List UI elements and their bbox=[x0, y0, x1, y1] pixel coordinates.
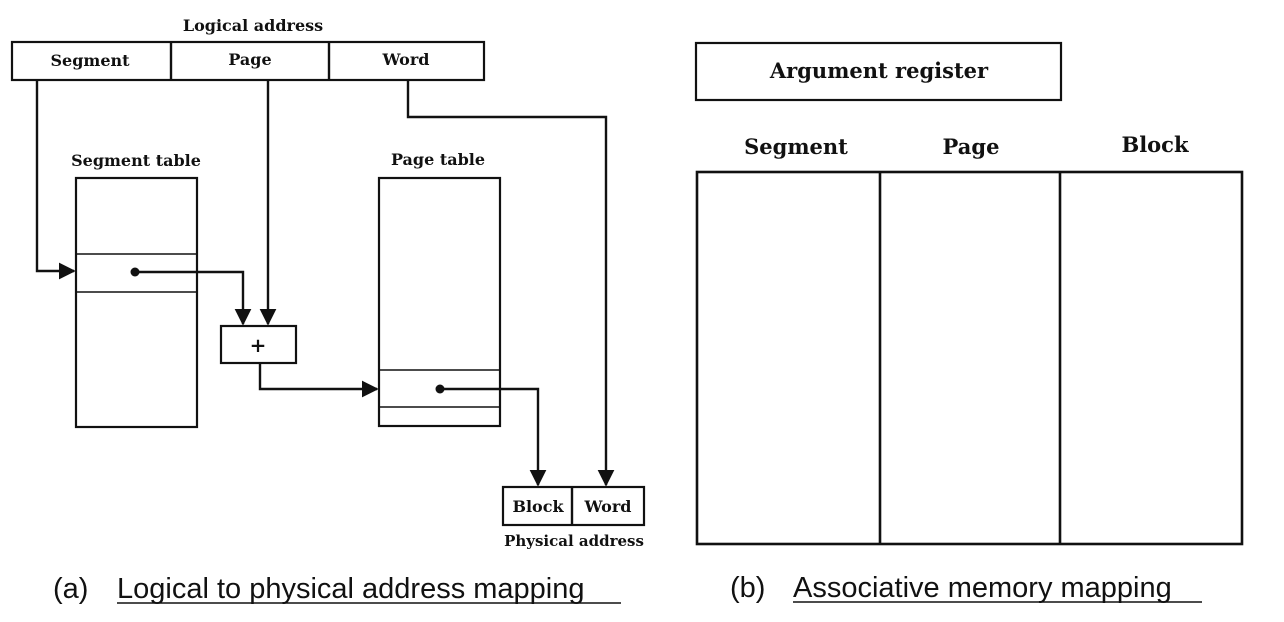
logical-field-word: Word bbox=[382, 50, 430, 69]
physical-address-label: Physical address bbox=[504, 532, 644, 550]
logical-to-physical-panel: Logical address Segment Page Word Segmen… bbox=[10, 16, 646, 605]
argument-register: Argument register bbox=[694, 41, 1063, 102]
page-entry-to-block-arrow bbox=[440, 387, 547, 487]
logical-address-box bbox=[10, 40, 486, 82]
column-header-page: Page bbox=[943, 134, 1000, 159]
segment-table-label: Segment table bbox=[71, 151, 201, 170]
page-table-label: Page table bbox=[391, 150, 485, 169]
argument-register-label: Argument register bbox=[769, 58, 989, 83]
column-header-segment: Segment bbox=[744, 134, 848, 159]
caption-b-prefix: (b) bbox=[730, 572, 765, 604]
adder: + bbox=[219, 324, 298, 365]
associative-memory-table bbox=[695, 170, 1244, 546]
word-to-physical-word-arrow bbox=[406, 80, 615, 487]
physical-field-block: Block bbox=[512, 497, 564, 516]
logical-field-segment: Segment bbox=[50, 51, 130, 70]
segment-table bbox=[74, 176, 199, 429]
physical-address-register: Block Word bbox=[501, 485, 646, 527]
column-header-block: Block bbox=[1121, 132, 1189, 157]
segment-table-box bbox=[74, 176, 199, 429]
segment-to-segment-table-arrow bbox=[35, 80, 76, 280]
argument-register-box bbox=[694, 41, 1063, 102]
adder-plus-symbol: + bbox=[250, 333, 267, 357]
logical-field-page: Page bbox=[228, 50, 271, 69]
associative-memory-box bbox=[695, 170, 1244, 546]
logical-address-register: Segment Page Word bbox=[10, 40, 486, 82]
caption-a-text: Logical to physical address mapping bbox=[117, 573, 585, 605]
physical-address-box bbox=[501, 485, 646, 527]
physical-field-word: Word bbox=[584, 497, 632, 516]
segment-entry-to-adder-arrow bbox=[135, 270, 252, 326]
adder-to-page-table-arrow bbox=[258, 363, 379, 398]
caption-b-text: Associative memory mapping bbox=[793, 572, 1172, 604]
adder-box bbox=[219, 324, 298, 365]
caption-a-prefix: (a) bbox=[53, 573, 88, 605]
associative-memory-panel: Argument register Segment Page Block (b)… bbox=[694, 41, 1244, 604]
logical-address-label: Logical address bbox=[183, 16, 323, 35]
